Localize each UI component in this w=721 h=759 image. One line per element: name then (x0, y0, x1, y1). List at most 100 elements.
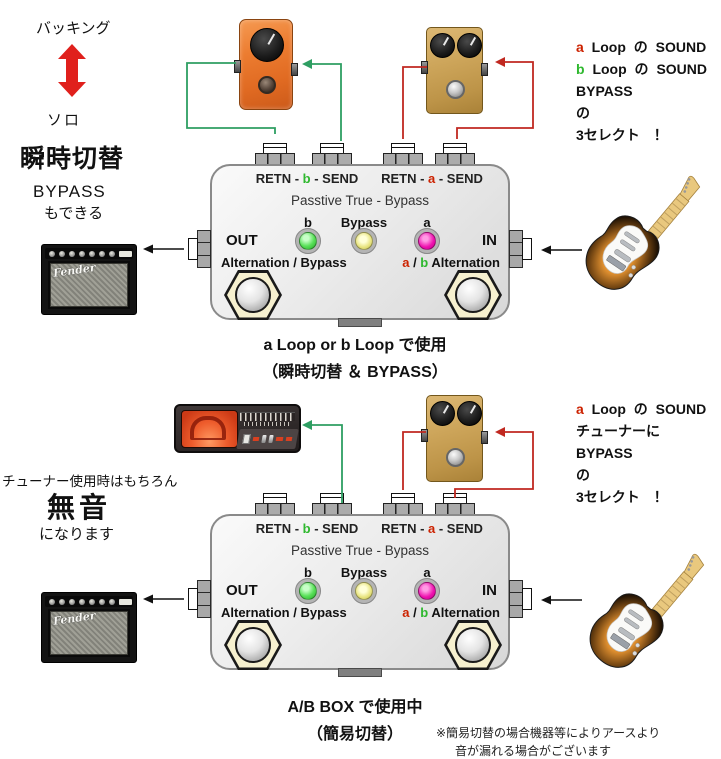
out-label: OUT (226, 582, 258, 599)
select-line: 3セレクト ！ (576, 127, 668, 143)
tuner-red-label (285, 437, 293, 441)
solo-label: ソロ (47, 112, 82, 129)
jack-base (383, 503, 423, 515)
arrow-down-icon (58, 82, 86, 97)
guitar-knob-icon (635, 643, 640, 648)
led-bypass-indicator (351, 578, 377, 604)
jack-base (255, 503, 295, 515)
amp-knob-icon (49, 598, 55, 605)
select-line: b Loop の SOUND (576, 61, 707, 77)
select-line: BYPASS (576, 83, 633, 99)
tuner-peg-icon (683, 190, 687, 193)
out-label: OUT (226, 232, 258, 249)
amp-nameplate (119, 598, 132, 605)
pedal-knob-icon (457, 401, 482, 426)
ab-alternation-label: a / b Alternation (402, 605, 500, 620)
select-line: BYPASS (576, 445, 633, 461)
pedal-input-jack (291, 63, 298, 76)
stratocaster-guitar-top (585, 175, 701, 290)
led-a-label: a (423, 565, 431, 580)
caption-bottom: A/B BOX で使用中 （簡易切替） (205, 693, 505, 744)
guitar-knob-icon (632, 651, 638, 656)
tuner-led-scale (240, 412, 295, 421)
caption-line: A/B BOX で使用中 (287, 699, 423, 716)
loop-switcher-box-top: RETN - b - SEND RETN - a - SEND Passtive… (188, 143, 532, 335)
pedal-footswitch-icon (446, 448, 465, 467)
arrow-stem (66, 59, 78, 82)
wire-tuner-send (310, 424, 343, 503)
select-line: チューナーに (576, 423, 660, 439)
footswitch-alternation-bypass (224, 620, 282, 670)
amp-knob-icon (89, 598, 95, 605)
footnote-line2: 音が漏れる場合がございます (455, 744, 612, 758)
led-a-indicator (414, 228, 440, 254)
select-line: 3セレクト ！ (576, 489, 668, 505)
guitar-group (589, 553, 705, 668)
led-b-label: b (304, 215, 312, 230)
amp-knob-icon (99, 250, 105, 257)
guitar-bridge (606, 255, 627, 272)
footswitch-button-icon (455, 277, 491, 313)
out-side-jack (197, 580, 211, 618)
guitar-knob-icon (631, 265, 636, 270)
tuner-peg-icon (684, 186, 688, 189)
tuner-switch-icon (261, 435, 267, 443)
backing-label: バッキング (36, 20, 111, 37)
alternation-bypass-label: Alternation / Bypass (221, 605, 347, 620)
device-panel: RETN - b - SEND RETN - a - SEND Passtive… (210, 514, 510, 670)
in-side-jack-cap (522, 238, 532, 260)
guitar-bridge (610, 633, 631, 650)
amp-grille: Fender (48, 609, 130, 657)
retn-a-jack (383, 493, 423, 515)
wire-b-arrowhead-icon (302, 59, 312, 69)
send-b-jack (312, 493, 352, 515)
tan-pedal-loop-a-bottom (421, 395, 488, 482)
tuner-peg-icon (687, 178, 691, 181)
fender-amp-bottom: Fender (41, 592, 137, 663)
backing-solo-arrow-icon (58, 44, 86, 97)
pedal-output-jack (234, 60, 241, 73)
amp-knob-icon (59, 598, 65, 605)
in-label: IN (482, 232, 497, 249)
amp-logo: Fender (52, 261, 97, 280)
pedal-input-jack (481, 63, 488, 76)
out-to-amp-arrowhead-icon (143, 244, 153, 254)
tuner-meter-display (181, 410, 238, 448)
loop-a-label: RETN - a - SEND (381, 171, 483, 186)
guitar-frets (652, 575, 690, 617)
device-subtitle: Passtive True - Bypass (290, 543, 430, 558)
amp-knob-icon (89, 250, 95, 257)
amp-logo: Fender (52, 609, 97, 628)
select-list-bottom: a Loop の SOUND チューナーに BYPASS の 3セレクト ！ (576, 398, 721, 508)
guitar-pickups (614, 231, 640, 263)
led-a-indicator (414, 578, 440, 604)
wire-b-send (310, 63, 342, 141)
led-bypass-label: Bypass (340, 565, 388, 580)
in-side-jack (509, 580, 523, 618)
select-list-top: a Loop の SOUND b Loop の SOUND BYPASS の 3… (576, 36, 721, 146)
footswitch-button-icon (455, 627, 491, 663)
instant-switch-title: 瞬時切替 (20, 145, 125, 173)
led-b-indicator (295, 578, 321, 604)
send-a-jack (435, 143, 475, 165)
send-b-jack (312, 143, 352, 165)
pedal-knob-icon (430, 401, 455, 426)
footswitch-button-icon (235, 277, 271, 313)
guitar-pickups (618, 609, 644, 641)
led-b-label: b (304, 565, 312, 580)
tuner-peg-icon (688, 564, 692, 567)
pedal-footswitch-icon (258, 76, 276, 94)
bypass-label: BYPASS (33, 182, 106, 201)
amp-knob-icon (59, 250, 65, 257)
guitar-to-in-arrowhead-icon (541, 245, 551, 255)
amp-knob-icon (49, 250, 55, 257)
orange-pedal-loop-b (234, 19, 298, 110)
select-line: a Loop の SOUND (576, 401, 707, 417)
wire-a-arrowhead-icon (495, 57, 505, 67)
stratocaster-guitar-bottom (589, 553, 705, 668)
tuner-switch-icon (268, 435, 274, 443)
select-line: の (576, 467, 590, 483)
jack-base (312, 153, 352, 165)
loop-b-label: RETN - b - SEND (255, 171, 359, 186)
footswitch-button-icon (235, 627, 271, 663)
